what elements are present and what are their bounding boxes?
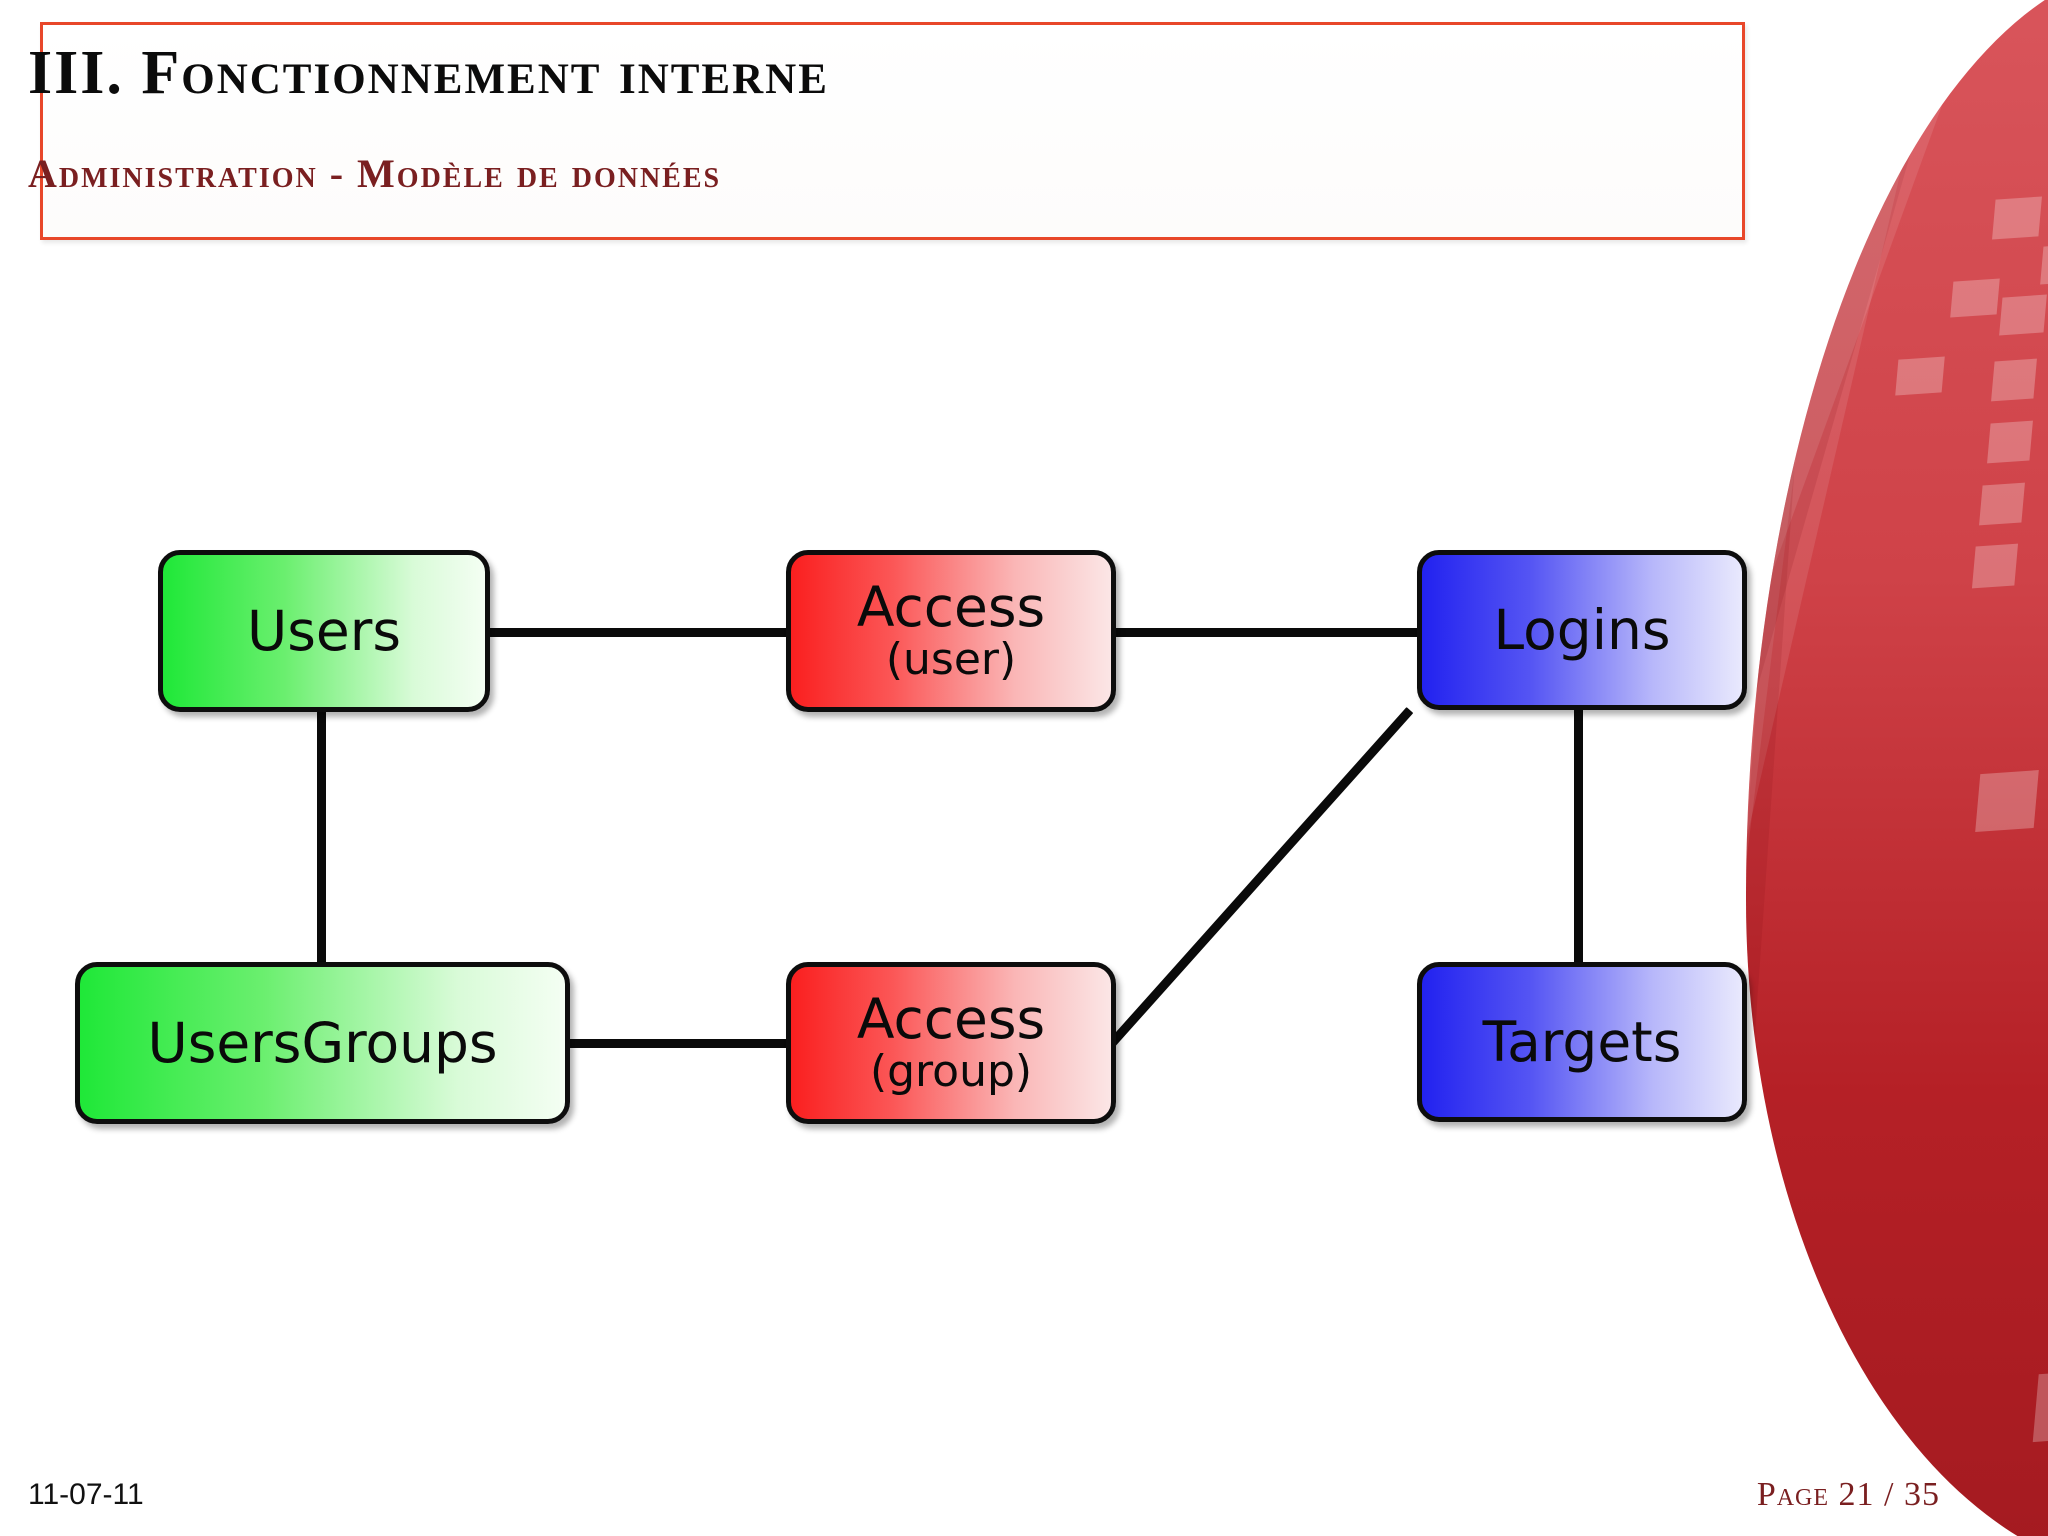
node-access-group[interactable]: Access (group): [786, 962, 1116, 1124]
node-access-group-subtitle: (group): [869, 1045, 1033, 1097]
node-access-user-subtitle: (user): [885, 633, 1017, 685]
edge-access-user-to-logins: [1108, 628, 1423, 637]
edge-usersgroups-to-access-group: [566, 1039, 790, 1048]
node-users-title: Users: [246, 598, 402, 663]
edge-users-to-usersgroups: [317, 708, 326, 968]
node-users[interactable]: Users: [158, 550, 490, 712]
node-access-user-title: Access: [856, 574, 1046, 639]
node-access-group-title: Access: [856, 986, 1046, 1051]
node-targets[interactable]: Targets: [1417, 962, 1747, 1122]
node-logins-title: Logins: [1493, 597, 1671, 662]
footer-date: 11-07-11: [28, 1478, 144, 1511]
edge-logins-to-targets: [1574, 706, 1583, 968]
header-box: [40, 22, 1745, 240]
node-usersgroups-title: UsersGroups: [147, 1010, 498, 1075]
page-title: III. Fonctionnement interne: [28, 39, 829, 107]
node-targets-title: Targets: [1482, 1009, 1682, 1074]
footer-page-number: Page 21 / 35: [1756, 1476, 1940, 1513]
node-logins[interactable]: Logins: [1417, 550, 1747, 710]
edge-access-group-to-logins: [1106, 707, 1414, 1049]
page-subtitle: Administration - Modèle de données: [28, 151, 722, 196]
edge-users-to-access-user: [485, 628, 790, 637]
node-usersgroups[interactable]: UsersGroups: [75, 962, 570, 1124]
node-access-user[interactable]: Access (user): [786, 550, 1116, 712]
